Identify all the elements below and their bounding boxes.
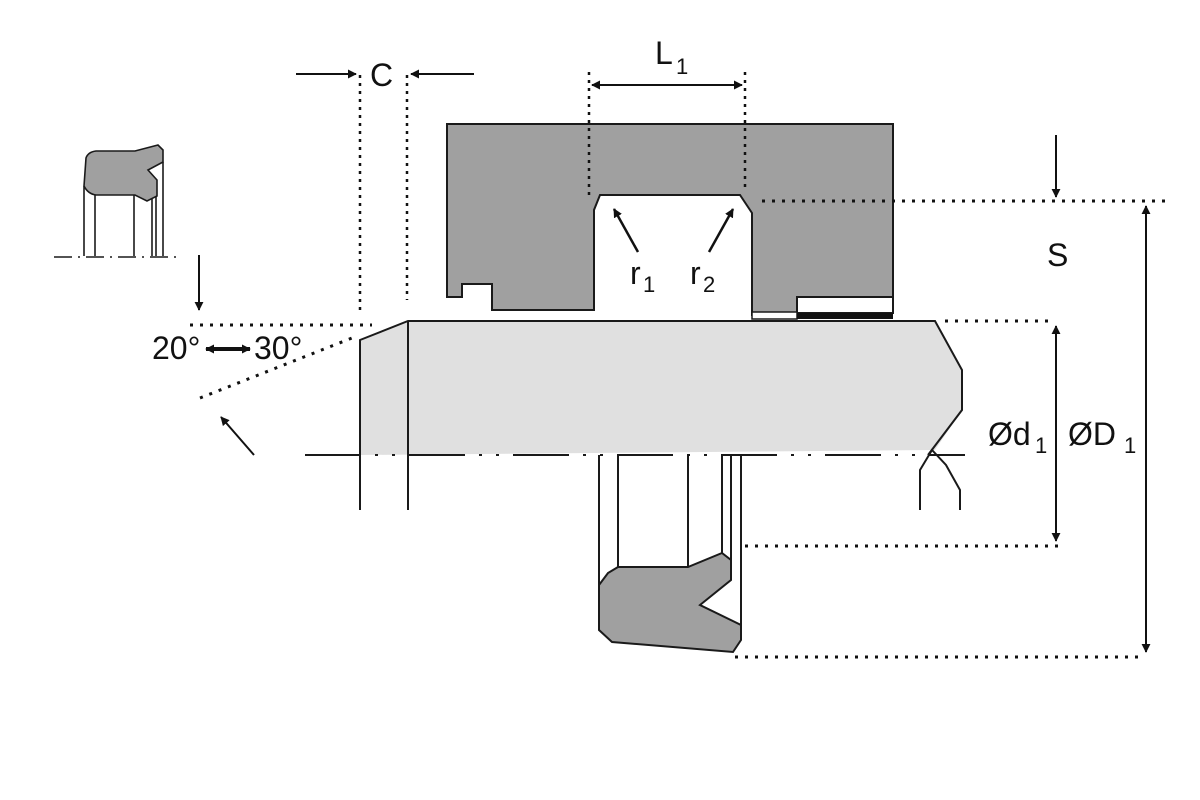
label-d1: Ød [988,416,1031,452]
label-s: S [1047,237,1068,273]
rod [359,320,963,510]
label-angle-max: 30° [254,330,302,366]
dimension-c: C [296,57,474,310]
label-d1-subscript: 1 [1035,433,1047,458]
label-r2-subscript: 2 [703,272,715,297]
label-r2: r [690,255,701,291]
dimension-big-d1: ØD 1 [735,205,1151,659]
seal-section [598,455,742,654]
dimension-d1: Ød 1 [745,319,1061,548]
label-l: L [655,35,673,71]
dimension-chamfer-angle: 20° 30° [152,255,372,456]
radius-labels: r 1 r 2 [612,208,735,297]
label-angle-min: 20° [152,330,200,366]
dimension-l1: L 1 [587,35,747,195]
dimension-s: S [762,135,1165,273]
label-big-d1-subscript: 1 [1124,433,1136,458]
label-big-d1: ØD [1068,416,1116,452]
label-l-subscript: 1 [676,54,688,79]
label-c: C [370,57,393,93]
label-r1-subscript: 1 [643,272,655,297]
housing [446,123,894,320]
label-r1: r [630,255,641,291]
seal-profile-thumbnail [54,144,176,258]
